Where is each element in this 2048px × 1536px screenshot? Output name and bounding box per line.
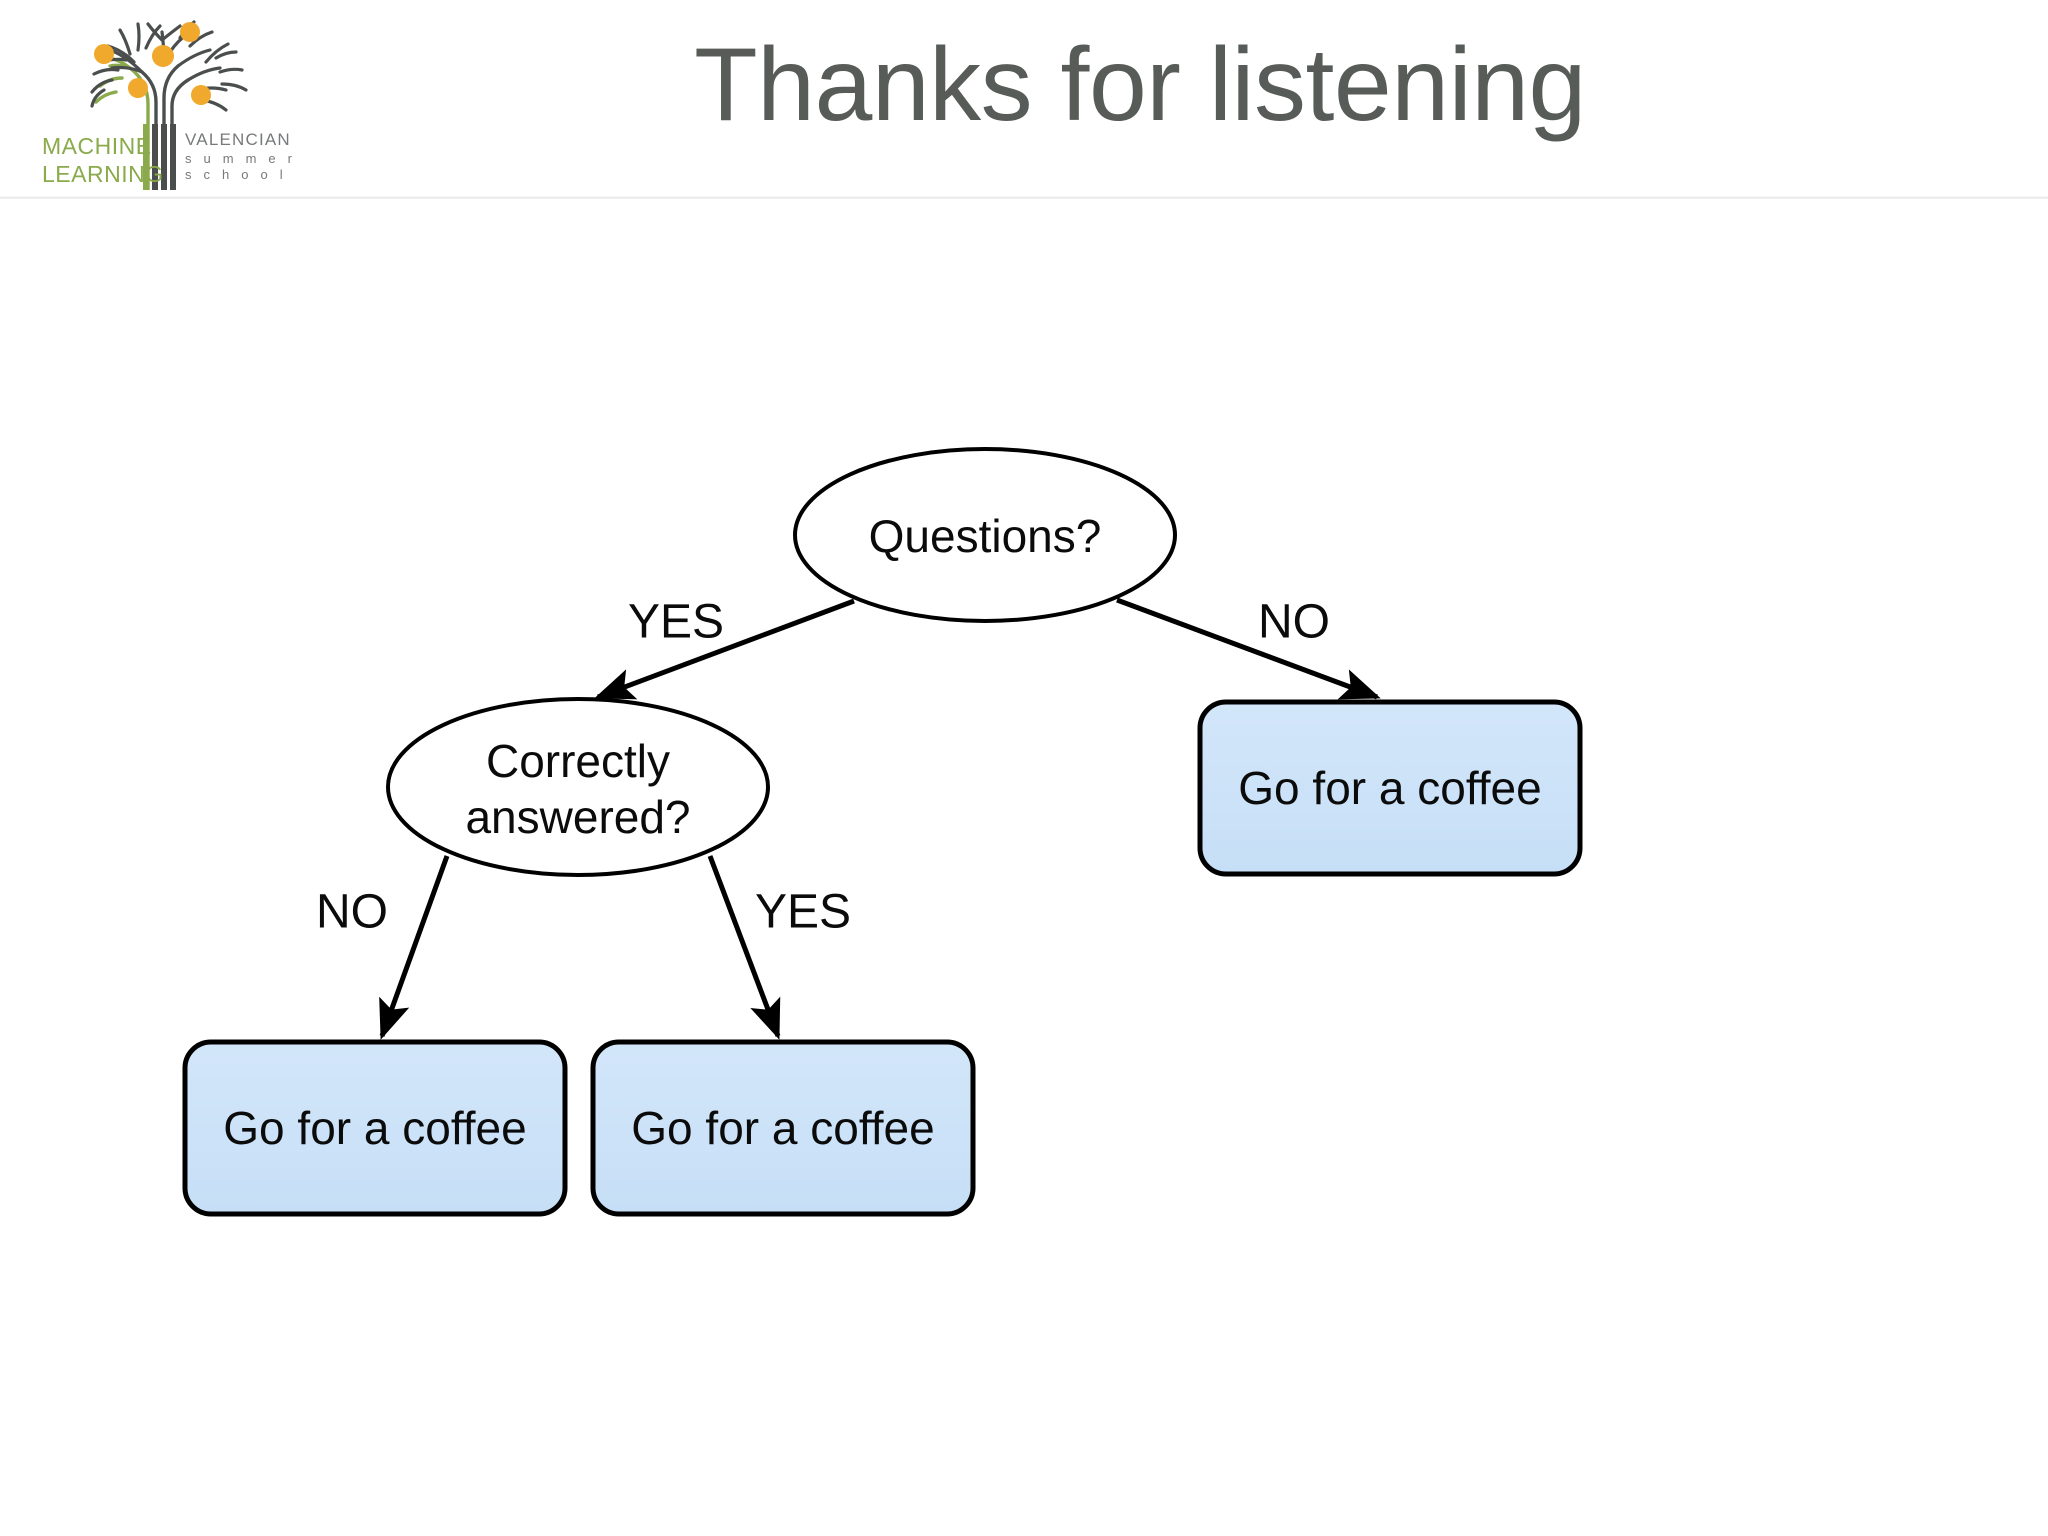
node-correctly-answered-label-line1: Correctly: [486, 735, 670, 787]
edge-label-questions-yes: YES: [628, 596, 724, 649]
edge-questions-yes-correctly: [594, 598, 855, 700]
node-coffee-right-label: Go for a coffee: [1238, 762, 1541, 814]
node-go-for-a-coffee-correct[interactable]: Go for a coffee: [590, 1039, 976, 1217]
logo-tree-icon: [90, 20, 248, 190]
logo-machine-word: MACHINE: [42, 133, 152, 159]
node-correctly-answered-label-line2: answered?: [465, 791, 690, 843]
header-divider: [0, 196, 2048, 199]
page-title: Thanks for listening: [694, 27, 1586, 143]
edge-label-correctly-no: NO: [316, 886, 388, 939]
logo-valencian-summer-school-text: VALENCIAN s u m m e r s c h o o l: [185, 130, 297, 182]
logo-valencian-word: VALENCIAN: [185, 130, 291, 149]
edge-questions-no-coffee: [1116, 597, 1381, 700]
node-correctly-answered[interactable]: Correctly answered?: [386, 697, 770, 877]
logo-machine-learning-text: MACHINE LEARNING: [42, 132, 164, 188]
edge-correctly-yes-coffee: [707, 855, 781, 1040]
edge-label-questions-no: NO: [1258, 596, 1330, 649]
logo: MACHINE LEARNING VALENCIAN s u m m e r s…: [30, 6, 300, 190]
slide-header: MACHINE LEARNING VALENCIAN s u m m e r s…: [0, 0, 2048, 196]
logo-learning-word: LEARNING: [42, 161, 164, 188]
edge-correctly-no-coffee: [379, 855, 450, 1040]
node-coffee-middle-label: Go for a coffee: [631, 1102, 934, 1154]
node-go-for-a-coffee-incorrect[interactable]: Go for a coffee: [182, 1039, 568, 1217]
logo-summer-word: s u m m e r: [185, 150, 297, 166]
node-questions-label: Questions?: [869, 510, 1102, 562]
node-questions[interactable]: Questions?: [793, 447, 1177, 623]
node-go-for-a-coffee-no-questions[interactable]: Go for a coffee: [1197, 699, 1583, 877]
node-coffee-left-label: Go for a coffee: [223, 1102, 526, 1154]
logo-school-word: s c h o o l: [185, 166, 287, 182]
edge-label-correctly-yes: YES: [755, 886, 851, 939]
